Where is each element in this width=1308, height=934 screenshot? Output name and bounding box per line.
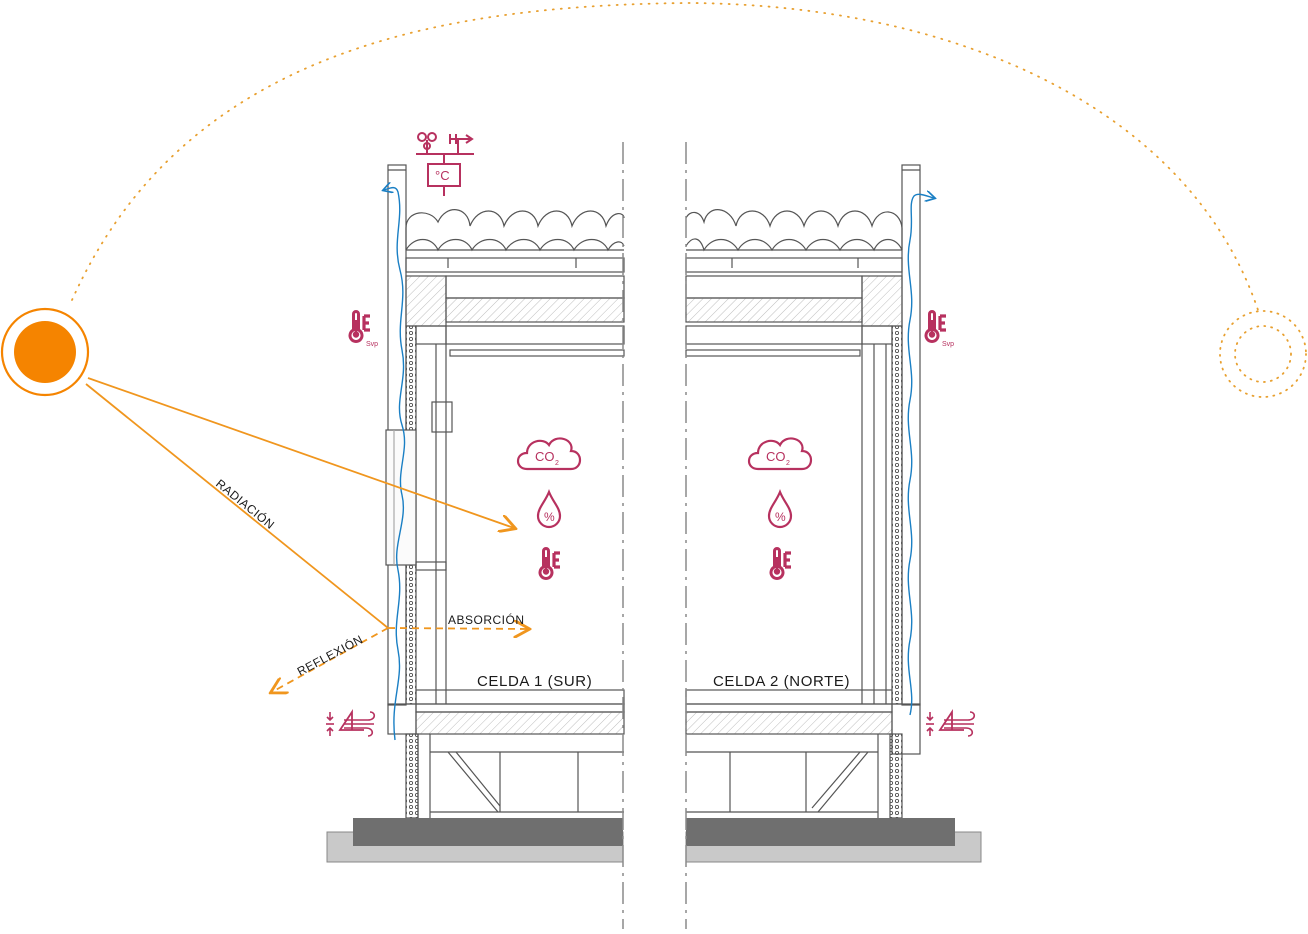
- section-cut-lines: [622, 142, 687, 929]
- wind-vane-icon: [449, 134, 474, 154]
- co2-label-cell1: CO: [535, 449, 555, 464]
- humidity-label-cell2: %: [775, 510, 786, 524]
- absorption-label: ABSORCIÓN: [448, 612, 525, 627]
- co2-sub-label-cell2: 2: [786, 460, 790, 467]
- sunset-marker-icon: [1219, 310, 1307, 398]
- radiation-label: RADIACIÓN: [213, 476, 278, 532]
- airflow-right: [907, 194, 934, 716]
- cell-2-section: [685, 164, 921, 819]
- temperature-unit-label: °C: [435, 168, 450, 183]
- reflection-label: REFLEXIÓN: [294, 631, 365, 678]
- anemometer-icon: [417, 132, 437, 154]
- co2-label-cell2: CO: [766, 449, 786, 464]
- surface-sub-label-right: Svp: [942, 341, 954, 348]
- sun-icon: [0, 307, 90, 397]
- surface-sub-label-left: Svp: [366, 341, 378, 348]
- cell-2-label: CELDA 2 (NORTE): [713, 673, 850, 690]
- cell-1-label: CELDA 1 (SUR): [477, 673, 592, 690]
- exterior-surface-thermometer-right-icon: Svp: [924, 309, 954, 348]
- wind-pressure-right-icon: [925, 711, 976, 737]
- radiation-rays: [85, 377, 528, 692]
- weather-station-icon: °C: [416, 132, 474, 196]
- co2-sub-label-cell1: 2: [555, 460, 559, 467]
- humidity-label-cell1: %: [544, 510, 555, 524]
- foundation: [326, 818, 982, 863]
- co2-cloud-icon: CO 2: [747, 437, 813, 471]
- cell-1-section: [385, 164, 625, 819]
- humidity-drop-icon: %: [767, 490, 793, 529]
- exterior-surface-thermometer-left-icon: Svp: [348, 309, 378, 348]
- thermometer-icon: [769, 546, 793, 581]
- airflow-left: [384, 188, 406, 741]
- co2-cloud-icon: CO 2: [516, 437, 582, 471]
- humidity-drop-icon: %: [536, 490, 562, 529]
- wind-pressure-left-icon: [325, 711, 376, 737]
- sun-path-arc: [71, 2, 1259, 311]
- thermometer-icon: [538, 546, 562, 581]
